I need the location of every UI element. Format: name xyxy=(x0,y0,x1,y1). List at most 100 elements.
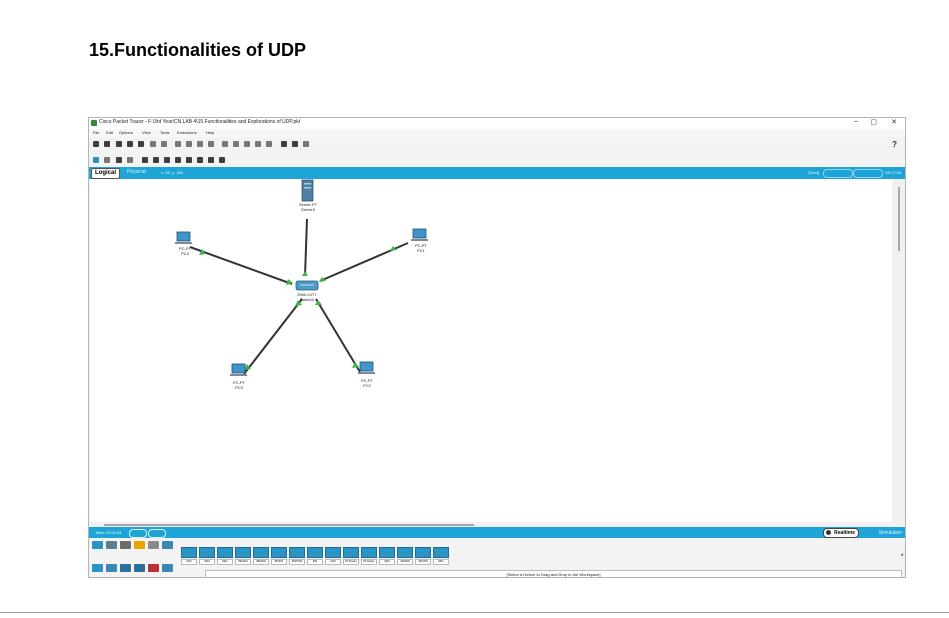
simulation-mode-button[interactable]: Simulation xyxy=(878,530,902,536)
print-icon[interactable] xyxy=(127,141,133,147)
network-devices-category-icon[interactable] xyxy=(92,541,103,549)
zoom-out-icon[interactable] xyxy=(244,141,250,147)
routers-subcategory-icon[interactable] xyxy=(92,564,103,572)
draw-ellipse-icon[interactable] xyxy=(175,157,181,163)
palette-scroll-icon[interactable]: ◂ xyxy=(900,552,903,558)
misc-category-icon[interactable] xyxy=(148,541,159,549)
router-model-icon[interactable] xyxy=(397,547,413,558)
zoom-reset-icon[interactable] xyxy=(233,141,239,147)
open-icon[interactable] xyxy=(104,141,110,147)
close-button[interactable]: ✕ xyxy=(891,119,897,126)
copy-icon[interactable] xyxy=(175,141,181,147)
inspect-icon[interactable] xyxy=(104,157,110,163)
custom-device-icon[interactable] xyxy=(281,141,287,147)
wireless-subcategory-icon[interactable] xyxy=(134,564,145,572)
undo-icon[interactable] xyxy=(197,141,203,147)
router-model-icon[interactable] xyxy=(199,547,215,558)
paste-icon[interactable] xyxy=(186,141,192,147)
end-devices-category-icon[interactable] xyxy=(106,541,117,549)
menu-edit[interactable]: Edit xyxy=(106,130,113,135)
draw-line-icon[interactable] xyxy=(153,157,159,163)
draw-rect-icon[interactable] xyxy=(164,157,170,163)
server-name-label: Server0 xyxy=(301,207,316,212)
router-model-icon[interactable] xyxy=(235,547,251,558)
pc-device[interactable]: PC-PT PC3 xyxy=(230,363,247,390)
fast-forward-button[interactable] xyxy=(148,529,166,538)
router-model-icon[interactable] xyxy=(217,547,233,558)
wizard-icon[interactable] xyxy=(150,141,156,147)
menu-extensions[interactable]: Extensions xyxy=(177,130,197,135)
resize-icon[interactable] xyxy=(127,157,133,163)
router-model-label: 829 xyxy=(307,559,323,565)
menu-tools[interactable]: Tools xyxy=(160,130,170,135)
link-server0-switch0[interactable] xyxy=(304,218,308,277)
wan-emulation-subcategory-icon[interactable] xyxy=(162,564,173,572)
router-model-label: 2901 xyxy=(199,559,215,565)
router-model-icon[interactable] xyxy=(181,547,197,558)
info-icon[interactable] xyxy=(138,141,144,147)
router-model-icon[interactable] xyxy=(379,547,395,558)
horizontal-scroll-thumb[interactable] xyxy=(104,524,474,526)
select-icon[interactable] xyxy=(93,157,99,163)
root-label[interactable]: [Root] xyxy=(808,170,819,175)
switches-subcategory-icon[interactable] xyxy=(106,564,117,572)
connections-category-icon[interactable] xyxy=(134,541,145,549)
port-up-icon xyxy=(244,364,251,370)
router-model-icon[interactable] xyxy=(325,547,341,558)
power-cycle-button[interactable] xyxy=(129,529,147,538)
router-model-icon[interactable] xyxy=(343,547,359,558)
router-model-icon[interactable] xyxy=(271,547,287,558)
menu-bar: File Edit Options View Tools Extensions … xyxy=(89,129,905,137)
viewport-icon[interactable] xyxy=(292,141,298,147)
note-icon[interactable] xyxy=(142,157,148,163)
router-model-icon[interactable] xyxy=(415,547,431,558)
logical-workspace[interactable]: Server-PT Server0 PC-PT PC4 PC-PT PC1 xyxy=(90,179,892,526)
help-icon[interactable]: ? xyxy=(892,140,897,149)
viewport-toggle[interactable] xyxy=(823,169,853,178)
router-model-label: ISR4331 xyxy=(253,559,269,565)
new-icon[interactable] xyxy=(93,141,99,147)
hubs-subcategory-icon[interactable] xyxy=(120,564,131,572)
tab-physical[interactable]: Physical xyxy=(127,169,146,175)
link-pc4-switch0[interactable] xyxy=(189,246,293,285)
multiuser-category-icon[interactable] xyxy=(162,541,173,549)
router-model-icon[interactable] xyxy=(361,547,377,558)
add-simple-pdu-icon[interactable] xyxy=(197,157,203,163)
link-switch0-pc2[interactable] xyxy=(315,298,361,373)
add-complex-pdu-icon[interactable] xyxy=(208,157,214,163)
maximize-button[interactable]: ▢ xyxy=(870,119,877,126)
draw-rectangle-icon[interactable] xyxy=(255,141,261,147)
pc-device[interactable]: PC-PT PC2 xyxy=(358,361,375,388)
security-subcategory-icon[interactable] xyxy=(148,564,159,572)
horizontal-scrollbar[interactable] xyxy=(90,522,892,527)
components-category-icon[interactable] xyxy=(120,541,131,549)
link-switch0-pc3[interactable] xyxy=(243,298,303,375)
tab-logical[interactable]: Logical xyxy=(91,168,121,179)
network-info-icon[interactable] xyxy=(161,141,167,147)
freeform-icon[interactable] xyxy=(186,157,192,163)
router-model-icon[interactable] xyxy=(253,547,269,558)
redo-icon[interactable] xyxy=(208,141,214,147)
menu-view[interactable]: View xyxy=(142,130,151,135)
pc-device[interactable]: PC-PT PC1 xyxy=(411,228,428,253)
router-model-icon[interactable] xyxy=(289,547,305,558)
menu-help[interactable]: Help xyxy=(206,130,215,135)
vertical-scroll-thumb[interactable] xyxy=(898,187,900,251)
server-device[interactable]: Server-PT Server0 xyxy=(299,179,318,212)
vertical-scrollbar[interactable] xyxy=(893,179,905,526)
open-pdu-icon[interactable] xyxy=(219,157,225,163)
menu-options[interactable]: Options xyxy=(119,130,133,135)
delete-icon[interactable] xyxy=(116,157,122,163)
switch-device[interactable]: 2960-24TT Switch0 xyxy=(295,280,319,302)
minimize-button[interactable]: – xyxy=(854,118,858,125)
realtime-button[interactable]: Realtime xyxy=(823,528,859,538)
palette-icon[interactable] xyxy=(266,141,272,147)
router-model-icon[interactable] xyxy=(433,547,449,558)
image-icon[interactable] xyxy=(303,141,309,147)
router-model-icon[interactable] xyxy=(307,547,323,558)
zoom-in-icon[interactable] xyxy=(222,141,228,147)
menu-file[interactable]: File xyxy=(93,130,100,135)
cluster-toggle[interactable] xyxy=(853,169,883,178)
save-icon[interactable] xyxy=(116,141,122,147)
pc-device[interactable]: PC-PT PC4 xyxy=(175,231,192,256)
